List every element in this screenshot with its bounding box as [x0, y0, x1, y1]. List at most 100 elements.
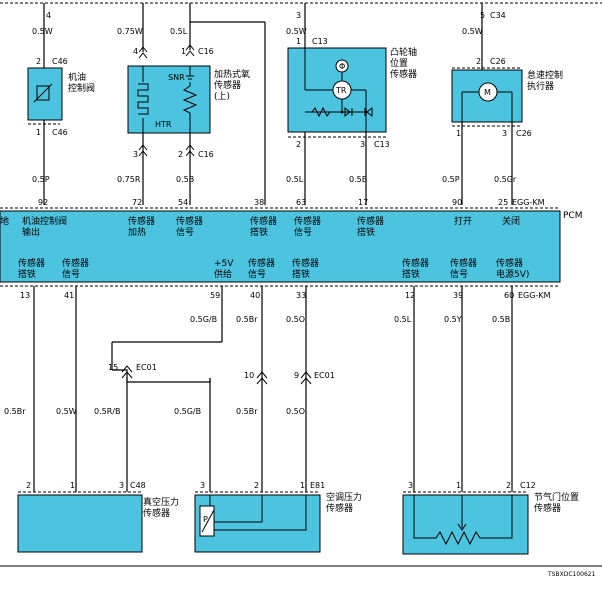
pin-ac-1: 1: [300, 481, 305, 490]
pcm-label-camgnd-1: 传感器: [357, 215, 384, 227]
pcm-label-close: 关闭: [502, 215, 520, 227]
tps-label-2: 传感器: [534, 502, 561, 514]
pcm-label-vacgnd-2: 搭铁: [18, 268, 36, 280]
pcm-pin-17: 17: [358, 198, 368, 207]
o2-snr-label: SNR: [168, 73, 185, 82]
pcm-label-vacsig-1: 传感器: [62, 257, 89, 269]
pcm-label-acsig-2: 信号: [248, 268, 266, 280]
pin-vac-3: 3: [119, 481, 124, 490]
wire-label-o2-signal: 0.5L: [170, 27, 188, 36]
pcm-pin-25-note: EGG-KM: [512, 198, 545, 207]
pcm-label-tpspwr-1: 传感器: [496, 257, 523, 269]
pcm-label-acsig-1: 传感器: [248, 257, 275, 269]
pcm-pin-72: 72: [132, 198, 142, 207]
wire-label-oil-valve: 0.5W: [32, 27, 53, 36]
pcm-label-o2heat-1: 传感器: [128, 215, 155, 227]
transistor-sensor-icon: Φ: [304, 48, 373, 132]
pcm-label-acgnd-2: 搭铁: [292, 268, 310, 280]
pin-vac-2: 2: [26, 481, 31, 490]
conn-o2-top: C16: [198, 47, 214, 56]
pcm-pin-60: 60: [504, 291, 514, 300]
pin-ec01-9: 9: [294, 371, 299, 380]
pcm-label-5v-1: +5V: [214, 259, 234, 269]
pin-ec01-10: 10: [244, 371, 254, 380]
oil-control-valve-box: [27, 67, 63, 121]
connector-o2-4-icon: [138, 46, 148, 59]
pcm-pin-41: 41: [64, 291, 74, 300]
pin-oil-valve-2: 2: [36, 57, 41, 66]
pcm-label-tpsgnd-2: 搭铁: [402, 268, 420, 280]
pcm-label-open: 打开: [454, 215, 472, 227]
pcm-pin-59: 59: [210, 291, 220, 300]
wire-label-ac-signal-top: 0.5Br: [236, 315, 258, 324]
wire-label-tps-power: 0.5B: [492, 315, 510, 324]
cam-label-3: 传感器: [390, 68, 417, 80]
pin-idle-2: 2: [476, 57, 481, 66]
pcm-label-oil-2: 输出: [22, 226, 40, 238]
connector-o2-1-icon: [185, 44, 195, 57]
pin-tps-3: 3: [408, 481, 413, 490]
pin-ac-2: 2: [254, 481, 259, 490]
pressure-sensor-icon: [199, 495, 307, 537]
o2-sensor-box: [127, 65, 211, 134]
pcm-label-gnd38-2: 搭铁: [250, 226, 268, 238]
wire-label-cam-ground: 0.5B: [349, 175, 367, 184]
tps-label-1: 节气门位置: [534, 491, 579, 503]
conn-vac: C48: [130, 481, 146, 490]
conn-cam-top: C13: [312, 37, 328, 46]
pin-oil-valve-top: 4: [46, 11, 51, 20]
idle-label-1: 怠速控制: [527, 69, 563, 81]
idle-label-2: 执行器: [527, 80, 554, 92]
resistor-icon: [182, 66, 198, 133]
pcm-pin-25: 25: [498, 198, 508, 207]
wire-label-o2-signal-bottom: 0.5B: [176, 175, 194, 184]
pcm-label-5v-2: 供给: [214, 268, 232, 280]
pin-tps-2: 2: [506, 481, 511, 490]
conn-idle-c34: C34: [490, 11, 506, 20]
o2-label-3: (上): [214, 91, 230, 102]
connector-ec01-9-icon: [300, 371, 312, 385]
wire-label-vac-supply: 0.5R/B: [94, 407, 120, 416]
wire-label-ac-ground-bottom: 0.5O: [286, 407, 305, 416]
pcm-label-camsig-2: 信号: [294, 226, 312, 238]
pcm-label-tpssig-2: 信号: [450, 268, 468, 280]
conn-o2-bottom: C16: [198, 150, 214, 159]
cam-label-2: 位置: [390, 57, 408, 69]
pcm-pin-60-note: EGG-KM: [518, 291, 551, 300]
pcm-pin-90: 90: [452, 198, 462, 207]
pcm-label-tpssig-1: 传感器: [450, 257, 477, 269]
pin-o2-4: 4: [133, 47, 138, 56]
pcm-pin-40: 40: [250, 291, 260, 300]
ac-label-2: 传感器: [326, 502, 353, 514]
pcm-pin-13: 13: [20, 291, 30, 300]
wire-label-vac-signal: 0.5W: [56, 407, 77, 416]
wire-label-oil-valve-bottom: 0.5P: [32, 175, 50, 184]
pcm-pin-33: 33: [296, 291, 306, 300]
pin-vac-1: 1: [70, 481, 75, 490]
pin-idle-top-5: 5: [480, 11, 485, 20]
pcm-label-acgnd-1: 传感器: [292, 257, 319, 269]
vac-label-2: 传感器: [143, 507, 170, 519]
ac-pressure-sensor-box: [194, 494, 321, 553]
conn-idle-bottom: C26: [516, 129, 532, 138]
wire-label-cam-signal: 0.5L: [286, 175, 304, 184]
motor-icon: [461, 82, 513, 122]
connector-o2-3-icon: [138, 144, 148, 157]
wire-label-vac-ground: 0.5Br: [4, 407, 26, 416]
vac-label-1: 真空压力: [143, 496, 179, 508]
ac-label-1: 空调压力: [326, 491, 362, 503]
wire-label-cam-top: 0.5W: [286, 27, 307, 36]
connector-ec01-10-icon: [256, 371, 268, 385]
conn-oil-valve-top: C46: [52, 57, 68, 66]
wire-ec01-entry: [112, 369, 128, 378]
pcm-label-camsig-1: 传感器: [294, 215, 321, 227]
conn-oil-valve-bottom: C46: [52, 128, 68, 137]
pcm-label-o2sig-1: 传感器: [176, 215, 203, 227]
oil-valve-label-2: 控制阀: [68, 82, 95, 94]
footer-code: TSBXDC100621: [547, 571, 596, 578]
solenoid-icon: [33, 83, 53, 103]
pcm-label-tpspwr-2: 电源5V): [496, 268, 529, 280]
pcm-pin-38: 38: [254, 198, 264, 207]
pcm-label-camgnd-2: 搭铁: [357, 226, 375, 238]
pcm-name: PCM: [563, 211, 582, 221]
